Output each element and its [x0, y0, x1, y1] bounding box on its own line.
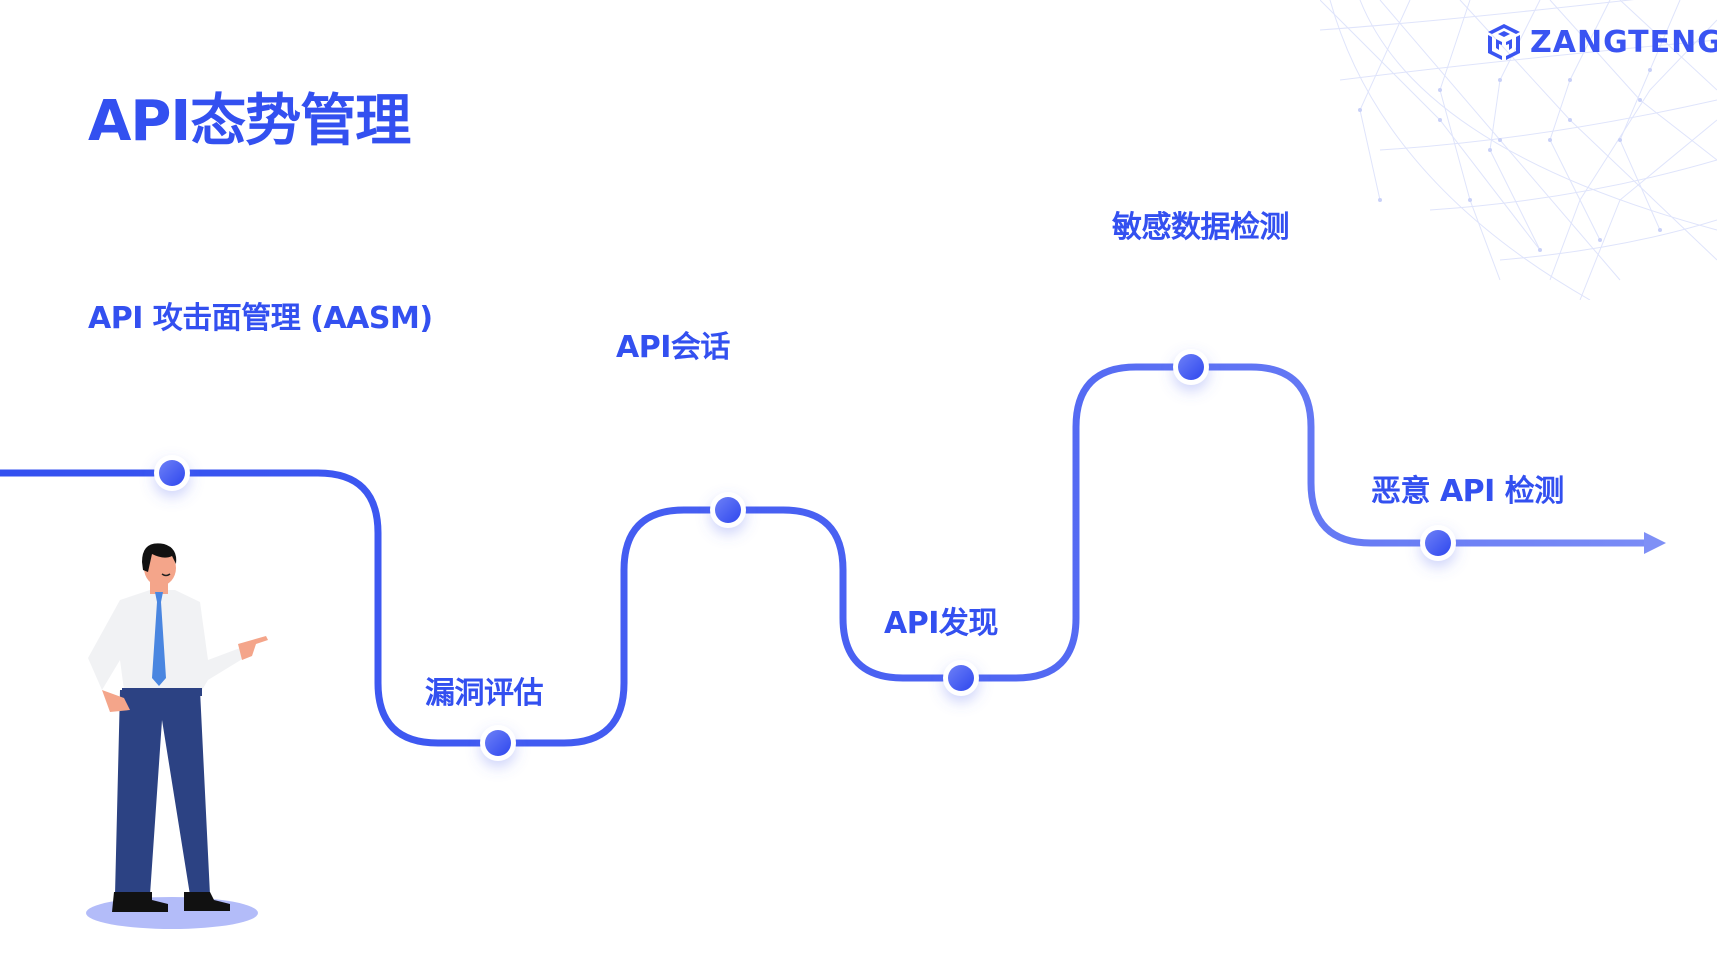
step-node-5 — [1173, 349, 1209, 385]
cube-logo-icon — [1488, 24, 1520, 60]
step-label-malicious-api: 恶意 API 检测 — [1371, 474, 1564, 509]
node-dot — [485, 730, 511, 756]
step-node-4 — [943, 660, 979, 696]
node-dot — [1425, 530, 1451, 556]
node-dot — [1178, 354, 1204, 380]
logo-text: ZANGTENG — [1530, 24, 1717, 60]
node-dot — [715, 497, 741, 523]
timeline-line — [0, 363, 1645, 747]
businessman-pointing-illustration — [86, 543, 268, 929]
arrow-right-icon — [1644, 532, 1666, 554]
step-node-3 — [710, 492, 746, 528]
floor-shadow — [86, 897, 258, 929]
node-dot — [948, 665, 974, 691]
step-label-vulnerability: 漏洞评估 — [425, 676, 544, 711]
step-label-api-discovery: API发现 — [884, 606, 998, 641]
step-label-sensitive-data: 敏感数据检测 — [1112, 210, 1290, 245]
step-node-2 — [480, 725, 516, 761]
step-node-6 — [1420, 525, 1456, 561]
step-node-1 — [154, 455, 190, 491]
node-dot — [159, 460, 185, 486]
step-label-aasm: API 攻击面管理 (AASM) — [88, 301, 433, 336]
company-logo: ZANGTENG — [1486, 22, 1717, 62]
step-label-api-session: API会话 — [616, 330, 730, 365]
page-title: API态势管理 — [88, 89, 411, 154]
